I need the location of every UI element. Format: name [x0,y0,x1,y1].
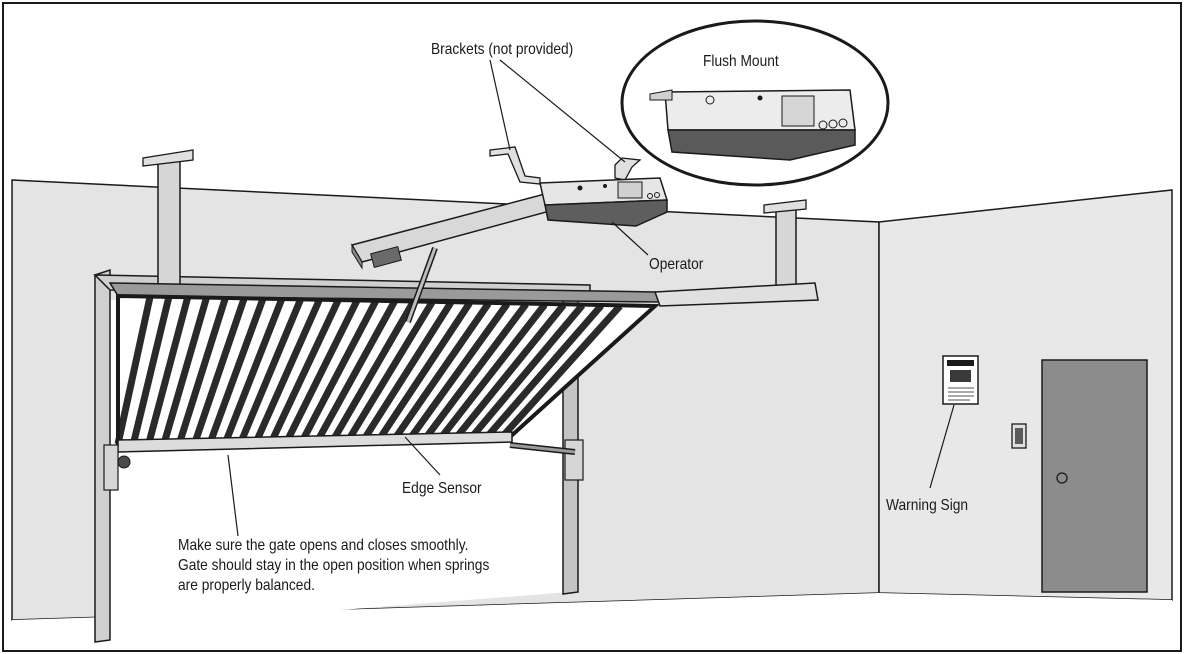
gate-slat [407,301,511,440]
gate-slat [438,302,548,440]
right-post [775,207,797,293]
edge-sensor-leader [404,436,441,476]
gate-slat [376,301,473,441]
gate-slat [484,303,604,439]
gate-slat [207,297,267,444]
bracket-leader-left [489,59,511,151]
gate-slat [191,297,248,444]
operator-panel [617,181,643,199]
door-knob [1056,472,1068,484]
left-post-cap [142,149,194,167]
gate-slat [500,303,623,439]
edge-sensor-label: Edge Sensor [402,480,482,497]
gate-slat [268,299,342,443]
gate-slat [176,297,229,444]
operator-body-bottom [544,199,668,227]
gate-slat [346,300,435,442]
gate-slat [145,296,191,445]
operator-leader [611,221,649,256]
warning-sign-label: Warning Sign [886,497,969,514]
flush-operator-bottom [667,129,856,161]
gate-slat [284,299,360,443]
gate-slat [299,299,379,442]
bottom-roller [117,455,131,469]
right-post-cap [763,199,807,214]
gate-slat [330,300,417,442]
gate-slat [392,301,492,441]
operator-label: Operator [649,256,704,273]
gate-slats [114,296,623,445]
left-bottom-bracket [103,444,119,491]
note-line-3: are properly balanced. [178,577,315,594]
left-post [157,159,181,286]
bracket-leader-right [499,59,626,163]
warning-leader [929,404,955,489]
gate-slat [160,297,210,445]
gate-slat [114,296,154,445]
gate-slat [423,302,529,440]
right-bracket-plate [564,439,584,481]
balance-note: Make sure the gate opens and closes smoo… [178,536,489,596]
gate-slat [361,300,454,441]
brackets-label: Brackets (not provided) [431,41,574,58]
note-leader [227,454,239,537]
gate-slat [469,303,586,439]
floor [12,593,1172,650]
gate-slat [253,298,323,443]
side-door [1041,359,1148,593]
note-line-2: Gate should stay in the open position wh… [178,557,490,574]
gate-slat [315,299,398,442]
flush-mount-label: Flush Mount [703,53,779,70]
gate-slat [454,302,567,440]
trolley [370,246,402,268]
side-arm [653,282,819,307]
gate-slat [222,298,285,444]
right-mount-bracket [614,157,642,181]
gate-slat [237,298,304,443]
flush-operator-panel [781,95,815,127]
note-line-1: Make sure the gate opens and closes smoo… [178,537,469,554]
gate-slat [129,296,173,445]
left-jamb [94,268,111,643]
